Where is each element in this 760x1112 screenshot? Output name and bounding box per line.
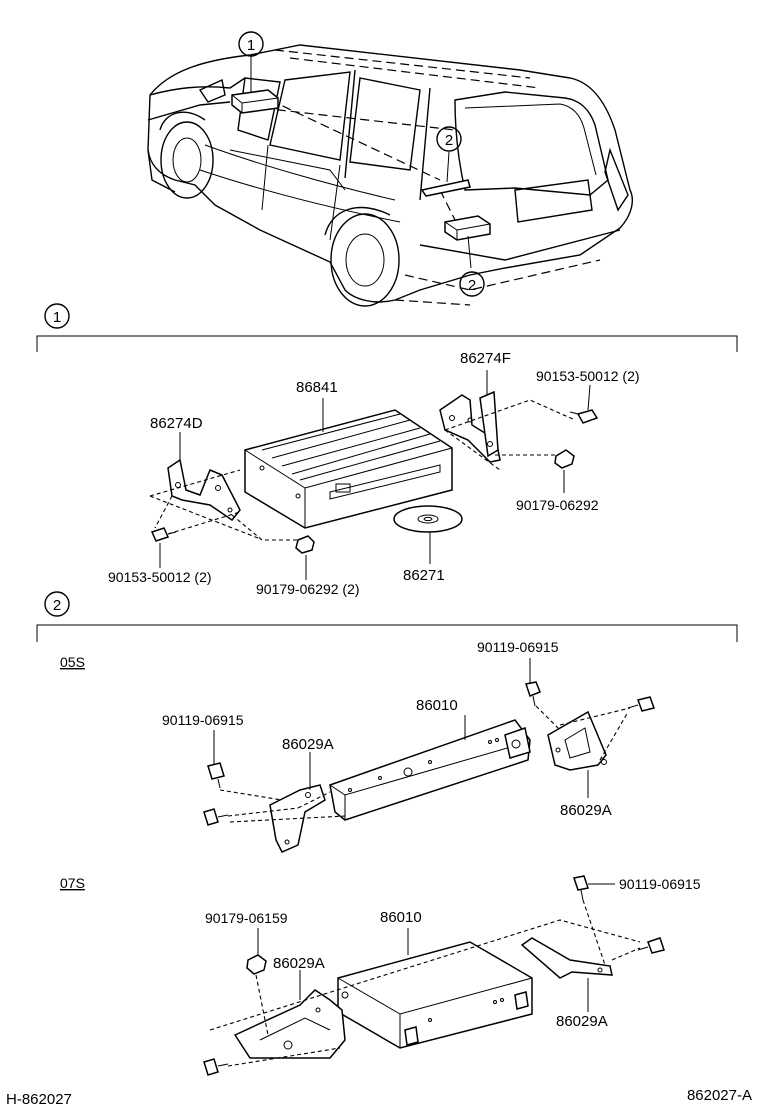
footer-right-code: 862027-A — [687, 1087, 752, 1104]
section-2-bracket — [36, 624, 738, 642]
label-86841: 86841 — [296, 379, 338, 396]
callout-2-upper: 2 — [436, 126, 462, 152]
bolt-left-05s — [207, 762, 225, 789]
variant-07s-tag: 07S — [60, 875, 85, 891]
label-07s-nut: 90179-06159 — [205, 910, 288, 926]
label-86271: 86271 — [403, 567, 445, 584]
bracket-left-05s — [269, 784, 326, 853]
label-90179-right: 90179-06292 — [516, 497, 599, 513]
amplifier-07s — [337, 941, 533, 1049]
svg-text:1: 1 — [53, 309, 61, 326]
bracket-right-07s — [520, 937, 613, 979]
label-90153-left: 90153-50012 (2) — [108, 569, 212, 585]
label-05s-amp: 86010 — [416, 697, 458, 714]
right-bracket — [439, 390, 501, 463]
label-05s-bracket-left: 86029A — [282, 736, 334, 753]
screw-right — [569, 409, 599, 424]
vehicle-illustration — [147, 44, 633, 307]
label-05s-bolt-top: 90119-06915 — [477, 639, 559, 655]
section-1-marker: 1 — [44, 303, 70, 329]
bolt-top-05s — [525, 681, 541, 707]
left-bracket — [167, 458, 241, 522]
svg-text:2: 2 — [468, 277, 476, 294]
label-86274D: 86274D — [150, 415, 203, 432]
multi-display-unit — [244, 409, 453, 529]
label-90179-left: 90179-06292 (2) — [256, 581, 360, 597]
label-05s-bolt-left: 90119-06915 — [162, 712, 244, 728]
label-07s-bracket-right: 86029A — [556, 1013, 608, 1030]
bracket-left-07s — [233, 989, 346, 1059]
callout-1: 1 — [238, 31, 264, 57]
label-07s-bolt-top: 90119-06915 — [619, 876, 701, 892]
label-05s-bracket-right: 86029A — [560, 802, 612, 819]
label-07s-amp: 86010 — [380, 909, 422, 926]
nut-right — [554, 449, 575, 469]
nut-left — [295, 535, 315, 554]
label-07s-bracket-left: 86029A — [273, 955, 325, 972]
variant-05s-parts — [203, 658, 655, 853]
bolt-lower-07s — [203, 1058, 229, 1076]
bracket-right-05s — [547, 710, 607, 771]
amplifier-05s — [329, 719, 531, 821]
variant-05s-tag: 05S — [60, 654, 85, 670]
disc — [393, 505, 463, 533]
section-1-bracket — [36, 335, 738, 352]
bolt-top-07s — [573, 875, 589, 901]
svg-text:2: 2 — [445, 132, 453, 149]
label-90153-right: 90153-50012 (2) — [536, 368, 640, 384]
variant-07s-parts — [203, 875, 665, 1076]
screw-left — [150, 527, 177, 542]
label-86274F: 86274F — [460, 350, 511, 367]
footer-left-code: H-862027 — [6, 1091, 72, 1108]
nut-07s — [246, 954, 267, 975]
section-1-parts — [149, 370, 599, 580]
svg-text:1: 1 — [247, 37, 255, 54]
callout-2-lower: 2 — [459, 271, 485, 297]
svg-text:2: 2 — [53, 597, 61, 614]
bolt-right-05s — [627, 696, 655, 712]
section-2-marker: 2 — [44, 591, 70, 617]
bolt-right-07s — [637, 937, 665, 954]
bolt-lower-05s — [203, 808, 229, 826]
